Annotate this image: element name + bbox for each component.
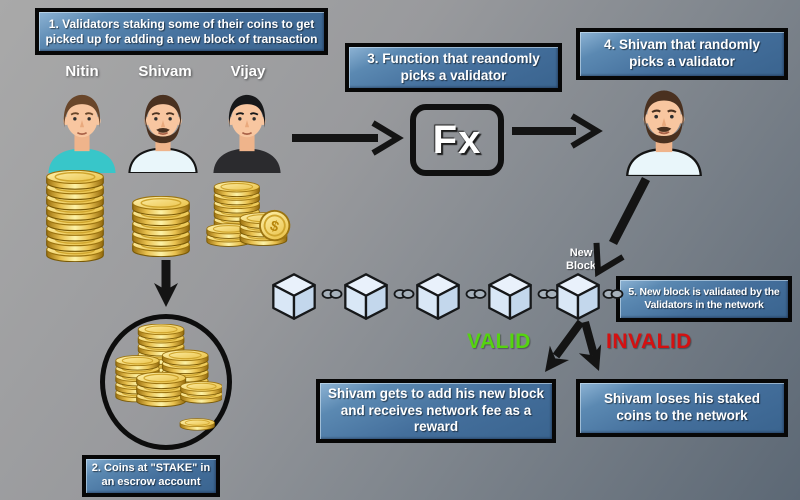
validator-avatar-nitin	[40, 86, 124, 176]
validator-name-vijay: Vijay	[230, 63, 266, 80]
block-3-icon	[415, 272, 461, 321]
chain-link-icon	[465, 288, 487, 300]
arrow-validators-to-fx	[292, 123, 398, 153]
fx-function-box: Fx	[410, 104, 504, 176]
step2-box: 2. Coins at "STAKE" in an escrow account	[82, 455, 220, 497]
picked-validator-avatar-shivam	[618, 84, 710, 176]
arrow-newblock-to-valid	[535, 319, 585, 380]
block-2-icon	[343, 272, 389, 321]
escrow-circle	[100, 314, 232, 450]
valid-label: VALID	[467, 330, 531, 353]
chain-link-icon	[321, 288, 343, 300]
block-4-icon	[487, 272, 533, 321]
arrow-fx-to-picked	[512, 116, 597, 146]
valid-result-box: Shivam gets to add his new block and rec…	[316, 379, 556, 443]
escrow-coins-icon	[110, 324, 222, 431]
validator-name-shivam: Shivam	[138, 63, 192, 80]
new-block-icon	[555, 272, 601, 321]
coin-stack-nitin-icon	[42, 170, 108, 262]
step4-box: 4. Shivam that randomly picks a validato…	[576, 28, 788, 80]
new-block-label: New Block	[566, 247, 596, 272]
validator-name-nitin: Nitin	[65, 63, 99, 80]
validator-avatar-vijay	[205, 86, 289, 176]
step5-box: 5. New block is validated by the Validat…	[616, 276, 792, 322]
chain-link-icon	[393, 288, 415, 300]
step4-text: 4. Shivam that randomly picks a validato…	[603, 37, 761, 69]
block-1-icon	[271, 272, 317, 321]
chain-link-icon	[602, 288, 624, 300]
step3-text: 3. Function that reandomly picks a valid…	[367, 50, 540, 83]
step1-box: 1. Validators staking some of their coin…	[35, 8, 328, 55]
valid-result-text: Shivam gets to add his new block and rec…	[327, 385, 545, 435]
invalid-result-box: Shivam loses his staked coins to the net…	[576, 379, 788, 437]
validator-avatar-shivam	[121, 86, 205, 176]
step1-text: 1. Validators staking some of their coin…	[45, 16, 318, 46]
coin-stack-shivam-icon	[128, 196, 194, 257]
step5-text: 5. New block is validated by the Validat…	[628, 285, 780, 311]
invalid-result-text: Shivam loses his staked coins to the net…	[603, 391, 761, 423]
step3-box: 3. Function that reandomly picks a valid…	[345, 43, 562, 92]
invalid-label: INVALID	[606, 330, 692, 353]
fx-label: Fx	[432, 117, 482, 162]
arrow-coins-to-escrow	[154, 260, 178, 307]
coin-pile-vijay-icon: $	[203, 176, 291, 254]
step2-text: 2. Coins at "STAKE" in an escrow account	[91, 462, 211, 488]
